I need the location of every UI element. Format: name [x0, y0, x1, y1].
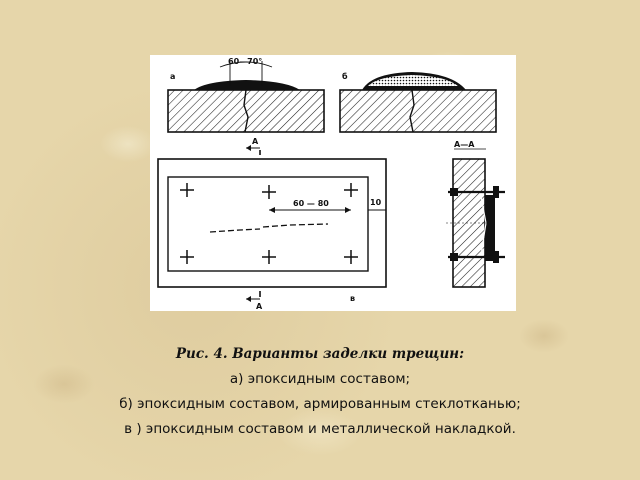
panel-a-section: 60—70° а	[167, 57, 325, 133]
section-marker-top: А	[246, 137, 261, 155]
panel-b-label: б	[342, 71, 348, 81]
panel-b-section: б	[339, 71, 497, 133]
angle-label: 60—70°	[228, 57, 262, 66]
caption-line-c: в ) эпоксидным составом и металлической …	[124, 421, 516, 437]
caption-line-a: а) эпоксидным составом;	[229, 371, 411, 387]
bolt-marks	[180, 183, 358, 264]
margin-label: 10	[370, 198, 382, 207]
crack-repair-figure: 60—70° а б А	[150, 55, 516, 311]
section-mark-bottom: А	[256, 302, 263, 311]
section-aa: А—А	[446, 140, 505, 288]
spacing-label: 60 — 80	[293, 199, 329, 208]
section-mark-top: А	[252, 137, 259, 146]
caption-line-b: б) эпоксидным составом, армированным сте…	[119, 396, 521, 412]
caption-title: Рис. 4. Варианты заделки трещин:	[175, 346, 465, 362]
section-title: А—А	[454, 140, 475, 149]
panel-c-plan: 60 — 80 10 в	[157, 158, 387, 303]
panel-c-label: в	[350, 294, 355, 303]
panel-a-label: а	[170, 72, 175, 81]
section-marker-bottom: А	[246, 291, 263, 311]
figure-drawing: 60—70° а б А	[157, 57, 505, 311]
